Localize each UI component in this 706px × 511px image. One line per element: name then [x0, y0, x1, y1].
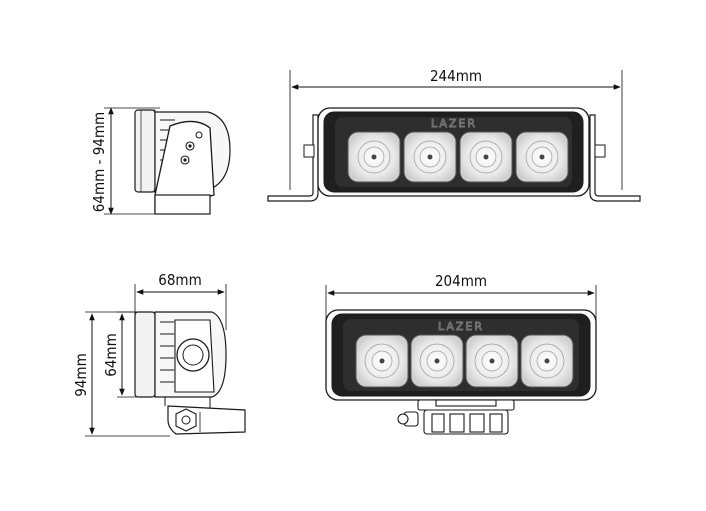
right-mount-bracket [589, 114, 641, 202]
bottom-front-view: 204mm LAZER [325, 272, 597, 435]
top-side-view: 64mm - 94mm [90, 107, 231, 215]
bottom-side-depth-label: 68mm [158, 271, 201, 289]
bottom-side-view: 68mm 94mm 64mm [72, 271, 246, 437]
top-side-height-label: 64mm - 94mm [90, 112, 108, 212]
brand-logo-bottom: LAZER [438, 320, 484, 333]
left-mount-bracket [267, 114, 319, 202]
bottom-width-label: 204mm [435, 272, 487, 290]
bottom-side-outer-height-label: 94mm [72, 353, 90, 396]
brand-logo: LAZER [431, 117, 477, 130]
led-lens-row-bottom [355, 334, 574, 388]
bottom-mount-base [397, 399, 515, 435]
top-width-label: 244mm [430, 67, 482, 85]
side-housing [134, 109, 156, 193]
led-lens-row [347, 131, 569, 183]
top-front-view: 244mm LAZER [267, 67, 641, 202]
bottom-side-inner-height-label: 64mm [102, 333, 120, 376]
